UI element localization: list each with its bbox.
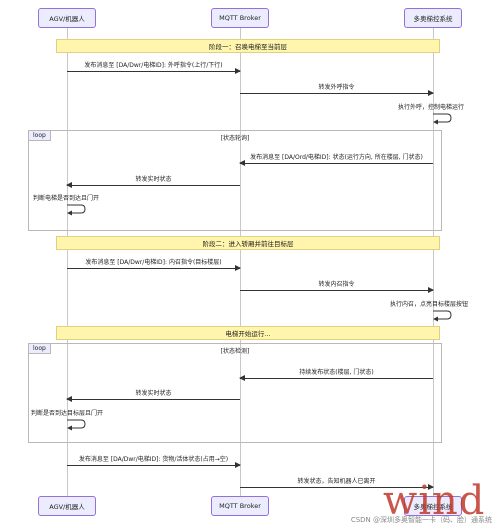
arrow-left-icon — [239, 160, 245, 166]
msg-mqtt-forward-status-2: 转发实时状态 — [66, 390, 240, 402]
wind-overlay-text: wind — [383, 478, 486, 524]
msg-label: 转发外呼指令 — [318, 84, 355, 91]
self-msg-agv-check-arrival: 判断电梯是否到达且门开 — [33, 195, 100, 202]
msg-label: 持续发布状态(楼层, 门状态) — [299, 369, 374, 376]
arrow-right-icon — [235, 462, 241, 468]
msg-agv-publish-cargo: 发布消息至 [DA/Dwr/电梯ID]: 货物/活体状态(占用→空) — [67, 456, 241, 468]
mqtt-actor-bottom: MQTT Broker — [211, 496, 269, 516]
arrow-right-icon — [235, 265, 241, 271]
msg-label: 发布消息至 [DA/Ord/电梯ID]: 状态(运行方向, 所在楼层, 门状态) — [250, 154, 423, 161]
arrow-left-icon — [239, 375, 245, 381]
loop2-frame: loop [状态检测] — [28, 343, 442, 443]
loop-label: loop — [29, 344, 51, 354]
self-loop-arrow-icon — [67, 204, 86, 216]
loop-label: loop — [29, 131, 51, 141]
arrow-right-icon — [235, 68, 241, 74]
arrow-right-icon — [428, 287, 434, 293]
msg-mqtt-forward-outcall: 转发外呼指令 — [240, 84, 434, 96]
msg-elevator-continuous-status: 持续发布状态(楼层, 门状态) — [239, 369, 433, 381]
msg-elevator-publish-status: 发布消息至 [DA/Ord/电梯ID]: 状态(运行方向, 所在楼层, 门状态) — [239, 154, 433, 166]
msg-label: 发布消息至 [DA/Dwr/电梯ID]: 内召指令(目标楼层) — [85, 259, 222, 266]
arrow-right-icon — [428, 90, 434, 96]
elevator-lifeline — [433, 26, 434, 496]
loop-condition: [状态检测] — [220, 348, 250, 355]
self-loop-arrow-icon — [67, 419, 86, 431]
mqtt-lifeline — [240, 26, 241, 496]
self-loop-arrow-icon — [433, 113, 452, 125]
mqtt-actor-top: MQTT Broker — [211, 8, 269, 28]
msg-label: 转发实时状态 — [135, 176, 172, 183]
msg-mqtt-forward-status: 转发实时状态 — [66, 176, 240, 188]
arrow-left-icon — [66, 396, 72, 402]
msg-agv-publish-incall: 发布消息至 [DA/Dwr/电梯ID]: 内召指令(目标楼层) — [67, 259, 241, 271]
self-msg-elevator-exec-incall: 执行内召，点亮目标楼层按钮 — [390, 301, 469, 308]
agv-actor-bottom: AGV/机器人 — [38, 496, 96, 516]
msg-label: 转发状态，告知机器人已离开 — [297, 478, 376, 485]
csdn-watermark: CSDN @深圳多奥智能一卡（码、脸）通系统 — [350, 516, 492, 524]
running-banner: 电梯开始运行... — [56, 326, 440, 340]
self-msg-agv-check-target: 判断是否到达目标层且门开 — [31, 410, 104, 417]
arrow-left-icon — [66, 182, 72, 188]
phase1-banner: 阶段一：召唤电梯至当前层 — [56, 39, 440, 53]
arrow-right-icon — [428, 484, 434, 490]
msg-agv-publish-outcall: 发布消息至 [DA/Dwr/电梯ID]: 外呼指令(上行/下行) — [67, 62, 241, 74]
self-loop-arrow-icon — [433, 310, 452, 322]
elevator-actor-bottom: 多奥梯控系统 — [404, 496, 462, 516]
msg-mqtt-forward-incall: 转发内召指令 — [240, 281, 434, 293]
agv-actor-top: AGV/机器人 — [38, 8, 96, 28]
phase2-banner: 阶段二：进入轿厢并前往目标层 — [56, 236, 440, 250]
msg-label: 转发实时状态 — [135, 390, 172, 397]
msg-mqtt-forward-left: 转发状态，告知机器人已离开 — [240, 478, 434, 490]
elevator-actor-top: 多奥梯控系统 — [404, 8, 462, 28]
loop1-frame: loop [状态轮询] — [28, 130, 442, 231]
agv-lifeline — [67, 26, 68, 496]
self-msg-elevator-exec-outcall: 执行外呼，控制电梯运行 — [398, 104, 465, 111]
msg-label: 转发内召指令 — [318, 281, 355, 288]
msg-label: 发布消息至 [DA/Dwr/电梯ID]: 外呼指令(上行/下行) — [84, 62, 223, 69]
msg-label: 发布消息至 [DA/Dwr/电梯ID]: 货物/活体状态(占用→空) — [78, 456, 229, 463]
loop-condition: [状态轮询] — [220, 135, 250, 142]
